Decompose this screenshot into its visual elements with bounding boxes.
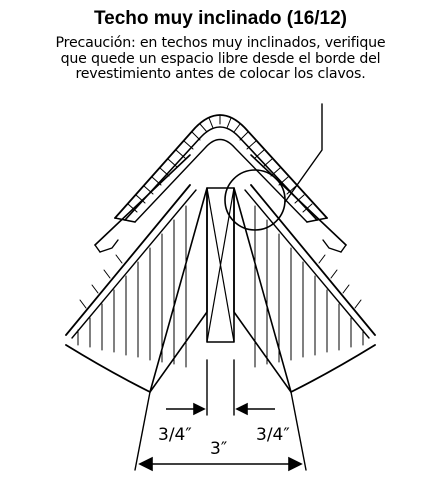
right-sheathing-panel — [233, 187, 292, 393]
diagram-title: Techo muy inclinado (16/12) — [93, 8, 348, 29]
ridge-board — [206, 187, 235, 343]
caution-note: Precaución: en techos muy inclinados, ve… — [20, 35, 421, 83]
total-width-label: 3″ — [210, 439, 227, 459]
right-sheathing-arc — [290, 344, 376, 393]
ridge-cap-shingle — [114, 114, 328, 223]
caution-line-3: revestimiento antes de colocar los clavo… — [75, 66, 366, 82]
caution-line-2: que quede un espacio libre desde el bord… — [60, 50, 381, 67]
extension-lines — [134, 359, 307, 471]
left-sheathing-arc — [65, 344, 151, 393]
right-roof-slope — [244, 154, 376, 368]
dimension-arrows — [138, 402, 303, 472]
left-gap-label: 3/4″ — [158, 425, 192, 445]
caution-line-1: Precaución: en techos muy inclinados, ve… — [55, 35, 386, 51]
leader-line — [284, 103, 323, 203]
left-sheathing-panel — [149, 187, 208, 393]
left-roof-slope — [65, 154, 197, 368]
right-gap-label: 3/4″ — [256, 425, 290, 445]
